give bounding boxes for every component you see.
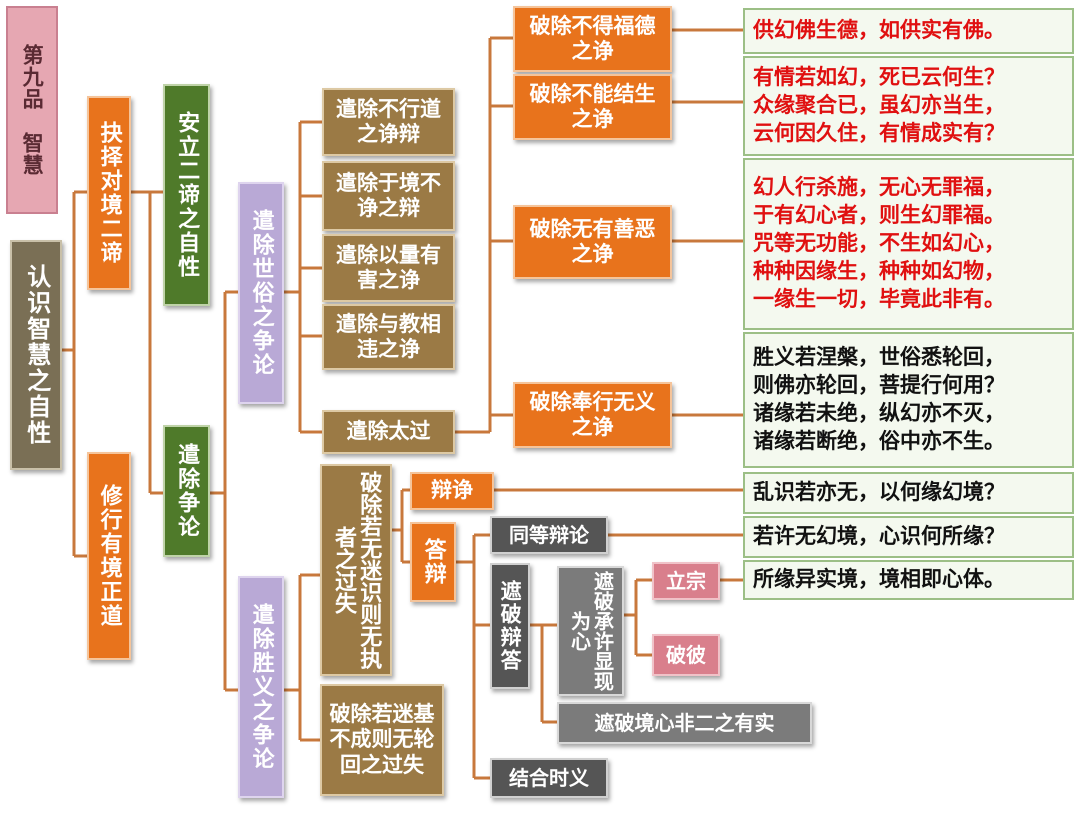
node-refute-mind: 遮破承许显现为心 [557,566,624,696]
node-determine-two-truths: 抉择对境二谛 [87,96,131,290]
node-establish-tenet: 立宗 [652,562,720,600]
root-node: 认识智慧之自性 [10,240,62,470]
node-practice-path: 修行有境正道 [87,452,131,660]
node-objection-2: 破除不能结生之诤 [513,74,672,140]
node-conventional-5: 遣除太过 [322,410,455,454]
verse-note-4: 胜义若涅槃，世俗悉轮回， 则佛亦轮回，菩提行何用？ 诸缘若未绝，纵幻亦不灭， 诸… [743,332,1074,468]
chapter-title: 第九品 智慧 [6,6,58,214]
verse-line: 乱识若亦无，以何缘幻境？ [753,480,1005,505]
verse-line: 幻人行杀施，无心无罪福， [753,175,1005,200]
verse-note-3: 幻人行杀施，无心无罪福， 于有幻心者，则生幻罪福。 咒等无功能，不生如幻心， 种… [743,158,1074,330]
node-conventional-1: 遣除不行道之诤辩 [322,88,455,156]
verse-line: 于有幻心者，则生幻罪福。 [753,203,1005,228]
verse-note-7: 所缘异实境，境相即心体。 [743,560,1074,600]
verse-line: 众缘聚合已，虽幻亦当生， [753,93,1005,118]
node-objection-3: 破除无有善恶之诤 [513,205,672,279]
verse-line: 若许无幻境，心识何所缘？ [753,524,1005,549]
node-ultimate-2: 破除若迷基不成则无轮回之过失 [320,684,444,796]
node-ultimate-1: 破除若无迷识则无执者之过失 [320,464,392,676]
node-objection-1: 破除不得福德之诤 [513,6,672,72]
verse-note-5: 乱识若亦无，以何缘幻境？ [743,472,1074,514]
node-refute-answer: 遮破辩答 [490,563,530,689]
node-conventional-4: 遣除与教相违之诤 [322,304,455,370]
verse-line: 一缘生一切，毕竟此非有。 [753,286,1005,311]
verse-line: 则佛亦轮回，菩提行何用？ [753,373,1005,398]
node-combine-meaning: 结合时义 [490,758,608,798]
verse-line: 胜义若涅槃，世俗悉轮回， [753,345,1005,370]
verse-line: 有情若如幻，死已云何生？ [753,65,1005,90]
verse-line: 诸缘若断绝，俗中亦不生。 [753,428,1005,453]
node-answer: 答辩 [410,522,456,602]
node-establish-nature: 安立二谛之自性 [163,84,210,306]
verse-line: 供幻佛生德，如供实有佛。 [753,18,1005,43]
verse-line: 所缘异实境，境相即心体。 [753,567,1005,592]
verse-line: 咒等无功能，不生如幻心， [753,231,1005,256]
node-refute-nondual: 遮破境心非二之有实 [557,702,812,744]
node-refute-other: 破彼 [652,634,720,676]
node-conventional-3: 遣除以量有害之诤 [322,234,455,302]
node-objection-4: 破除奉行无义之诤 [513,382,672,448]
verse-line: 云何因久住，有情成实有？ [753,120,1005,145]
verse-line: 种种因缘生，种种如幻物， [753,258,1005,283]
node-ultimate-disputes: 遣除胜义之争论 [238,576,284,798]
node-debate: 辩诤 [410,472,494,510]
verse-note-2: 有情若如幻，死已云何生？ 众缘聚合已，虽幻亦当生， 云何因久住，有情成实有？ [743,56,1074,156]
node-equal-debate: 同等辩论 [490,516,608,554]
node-eliminate-disputes: 遣除争论 [163,425,210,557]
verse-note-6: 若许无幻境，心识何所缘？ [743,516,1074,558]
node-conventional-2: 遣除于境不诤之辩 [322,161,455,231]
verse-note-1: 供幻佛生德，如供实有佛。 [743,8,1074,54]
verse-line: 诸缘若未绝，纵幻亦不灭， [753,401,1005,425]
node-conventional-disputes: 遣除世俗之争论 [238,182,284,404]
